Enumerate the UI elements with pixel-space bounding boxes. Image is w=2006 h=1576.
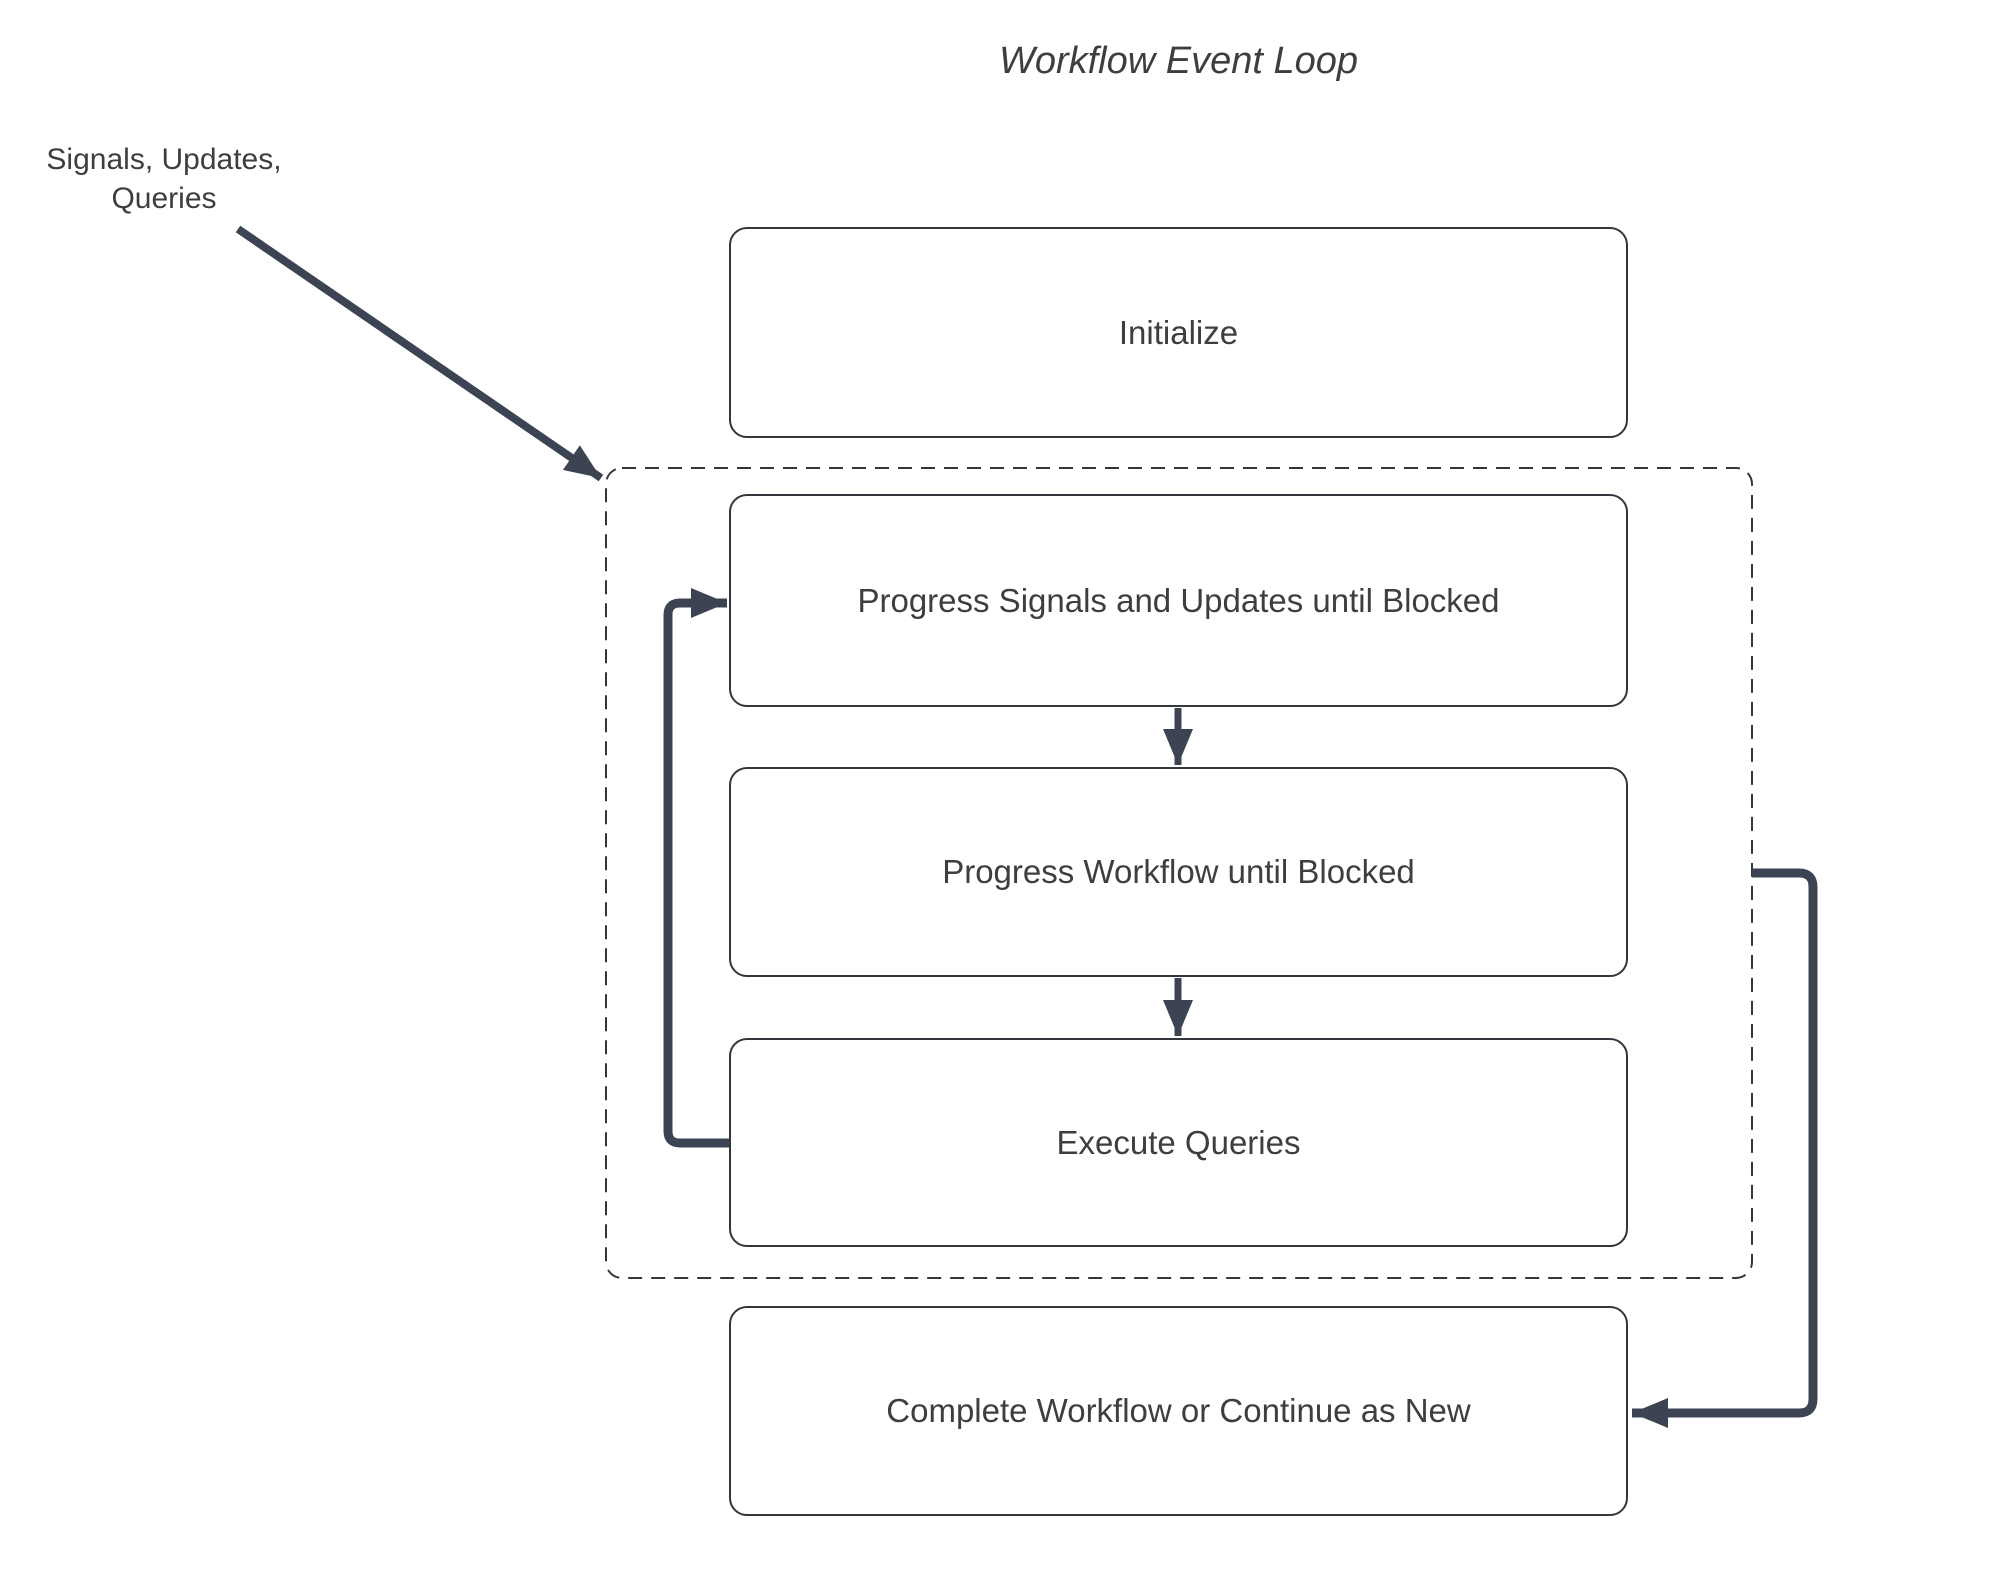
- node-initialize: Initialize: [729, 227, 1628, 438]
- node-complete-or-continue: Complete Workflow or Continue as New: [729, 1306, 1628, 1516]
- signals-updates-queries-annotation: Signals, Updates, Queries: [46, 143, 282, 215]
- node-complete-or-continue-label: Complete Workflow or Continue as New: [886, 1392, 1471, 1429]
- node-execute-queries: Execute Queries: [729, 1038, 1628, 1247]
- node-execute-queries-label: Execute Queries: [1056, 1123, 1301, 1161]
- diagram-title: Workflow Event Loop: [998, 40, 1359, 82]
- edge-signals-to-loop-arrow: [235, 225, 604, 482]
- node-progress-signals-updates: Progress Signals and Updates until Block…: [729, 494, 1628, 707]
- node-initialize-label: Initialize: [1118, 313, 1239, 351]
- node-progress-workflow-label: Progress Workflow until Blocked: [942, 853, 1415, 890]
- edge-loop-to-complete-arrow: [1632, 868, 1818, 1428]
- node-progress-workflow: Progress Workflow until Blocked: [729, 767, 1628, 977]
- node-progress-signals-updates-label: Progress Signals and Updates until Block…: [857, 581, 1500, 619]
- edge-execute-queries-to-progress-signals-loop-arrow: [663, 588, 729, 1148]
